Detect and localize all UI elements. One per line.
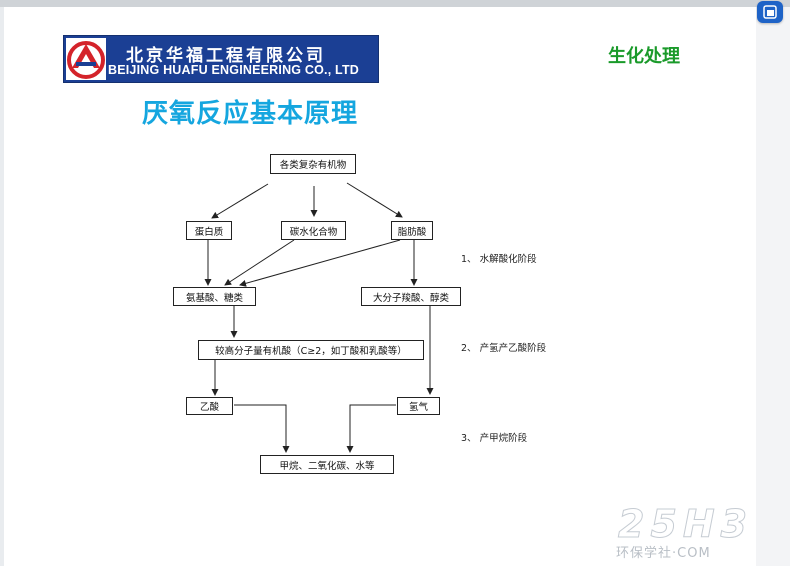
logo-emblem-icon [66, 38, 106, 80]
window-icon [763, 5, 777, 19]
section-tag: 生化处理 [608, 46, 680, 67]
arrow-top-to-protein [211, 183, 269, 219]
watermark-site: 环保学社·COM [616, 546, 711, 561]
node-protein: 蛋白质 [186, 221, 232, 240]
arrow-fatty-to-amino [239, 239, 401, 287]
node-hydrogen: 氢气 [397, 397, 440, 415]
node-carbohydrate: 碳水化合物 [281, 221, 346, 240]
node-higher-acid: 较高分子量有机酸（C≥2，如丁酸和乳酸等） [198, 340, 424, 360]
stage-label-3: 3、 产甲烷阶段 [461, 433, 528, 444]
company-name-cn: 北京华福工程有限公司 [126, 46, 326, 66]
node-large-acid: 大分子羧酸、醇类 [361, 287, 461, 306]
node-amino-sugar: 氨基酸、糖类 [173, 287, 256, 306]
arrow-acetic-to-final [234, 404, 290, 453]
node-final-products: 甲烷、二氧化碳、水等 [260, 455, 394, 474]
arrow-hydrogen-to-final [346, 404, 396, 453]
site-watermark: 25H3 环保学社·COM [610, 502, 786, 564]
company-logo: 北京华福工程有限公司 BEIJING HUAFU ENGINEERING CO.… [63, 35, 379, 83]
watermark-brand: 25H3 [617, 502, 754, 547]
slide-title: 厌氧反应基本原理 [142, 99, 359, 129]
node-fatty-acid: 脂肪酸 [391, 221, 433, 240]
company-name-en: BEIJING HUAFU ENGINEERING CO., LTD [108, 63, 360, 77]
node-acetic-acid: 乙酸 [186, 397, 233, 415]
view-toggle-button[interactable] [757, 1, 783, 23]
arrow-top-to-fatty [346, 182, 403, 218]
stage-label-1: 1、 水解酸化阶段 [461, 254, 537, 265]
right-gutter [756, 7, 790, 566]
node-complex-organics: 各类复杂有机物 [270, 154, 356, 174]
window-top-bar [0, 0, 790, 7]
stage-label-2: 2、 产氢产乙酸阶段 [461, 343, 547, 354]
arrow-carb-to-amino [224, 239, 295, 286]
